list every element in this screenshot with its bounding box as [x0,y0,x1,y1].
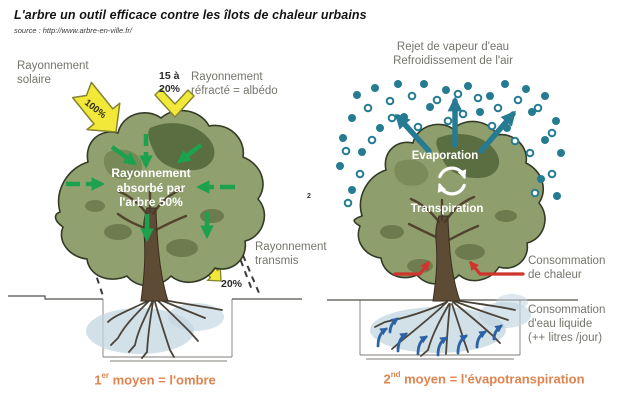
transmitted-radiation-label: Rayonnement transmis [255,241,327,268]
albedo-chevron-icon [154,88,195,118]
right-caption: 2nd moyen = l'évapotranspiration [364,370,604,387]
heat-arrows-icon [393,260,525,276]
left-tree-branches [116,187,188,232]
left-ground-line [8,295,302,300]
left-caption-number: 1 [94,372,102,388]
right-canopy-speck [380,225,404,239]
vapor-arrows-icon [394,96,516,154]
water-uptake-arrows-icon [376,317,503,357]
right-soil-watercolor-3 [496,294,528,310]
left-canopy-shade [148,123,215,171]
left-caption-ordinal: er [101,371,110,380]
albedo-percent-label: 15 à 20% [159,70,181,95]
page-number: 2 [307,193,311,200]
left-roots [107,298,223,359]
left-canopy-speck [200,209,224,223]
solar-arrow-icon [71,81,121,133]
water-consumption-label: Consommation d'eau liquide (++ litres /j… [528,304,606,345]
right-canopy-shade-2 [394,159,429,186]
right-tree-branches [407,195,480,242]
right-canopy-speck [407,259,433,273]
vapor-release-label: Rejet de vapeur d'eau Refroidissement de… [393,41,513,68]
right-caption-number: 2 [383,371,391,387]
transmitted-percent-label: 20% [221,278,243,290]
solar-radiation-label: Rayonnement solaire [17,60,89,87]
evaporation-label: Evaporation [411,150,479,162]
left-tree-scene: 100% [8,81,302,362]
right-canopy-speck [495,210,517,222]
heat-consumption-label: Consommation de chaleur [528,255,606,282]
right-caption-ordinal: nd [390,370,401,379]
albedo-label: Rayonnement réfracté = albédo [191,71,278,98]
right-canopy-speck [455,244,485,260]
absorbed-radiation-label: Rayonnement absorbé par l'arbre 50% [111,166,191,210]
right-roots [374,299,516,357]
left-canopy-speck [85,200,105,212]
source-link[interactable]: source : http://www.arbre-en-ville.fr/ [14,26,132,35]
left-caption: 1er moyen = l'ombre [55,371,255,388]
cycle-icon [437,166,467,196]
left-caption-text: moyen = l'ombre [109,372,216,388]
left-canopy-speck [104,224,132,240]
right-caption-text: moyen = l'évapotranspiration [400,371,585,387]
left-canopy-speck [166,239,198,257]
right-tree-scene [327,80,578,360]
absorption-arrows-icon [66,134,235,243]
right-soil-box [359,300,521,360]
page-title: L'arbre un outil efficace contre les îlo… [14,8,367,22]
transpiration-label: Transpiration [410,203,484,215]
